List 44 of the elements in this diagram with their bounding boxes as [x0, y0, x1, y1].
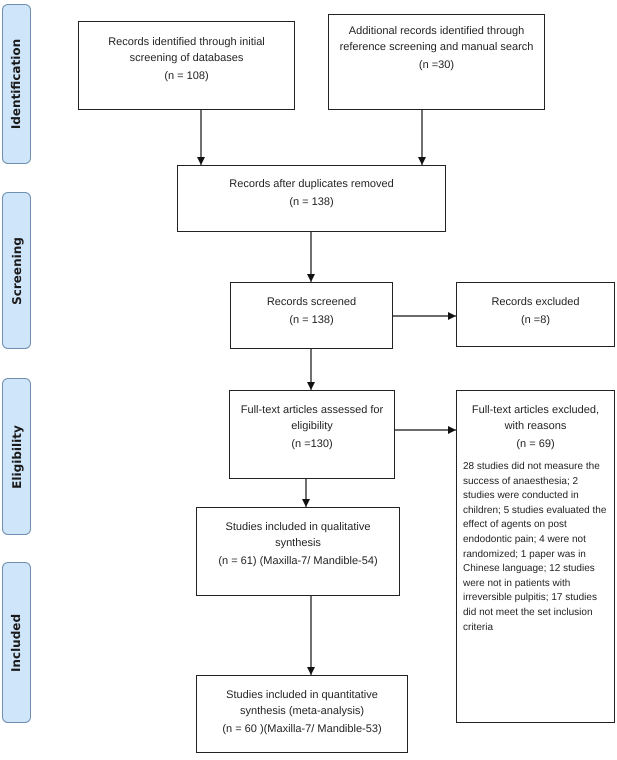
count-text: (n =8): [520, 313, 550, 328]
stage-label: Screening: [10, 236, 24, 304]
box-heading: Additional records identified through reference screening and manual search: [338, 24, 534, 55]
arrow: [418, 110, 426, 165]
count-text: (n = 138): [289, 313, 334, 328]
count-text: (n = 60 )(Maxilla-7/ Mandible-53): [222, 722, 382, 737]
box-heading: Records excluded: [491, 295, 580, 310]
count-text: (n = 138): [289, 195, 334, 210]
arrow: [393, 312, 456, 320]
process-box: [230, 282, 393, 349]
box-heading: Records identified through initial screening of databases: [107, 35, 266, 66]
stage-band: [2, 562, 31, 723]
count-text: (n = 61) (Maxilla-7/ Mandible-54): [218, 554, 378, 569]
reason-text: 28 studies did not measure the success of anaesthesia; 2 studies were conducted in children; 5 studies evaluated the effect of agents on post endodontic pain; 4 were not randomized; 1 paper was in Chinese language; 12 studies were not in patients with irreversible pulpitis; 17 studies did not meet the set inclusion criteria: [463, 460, 608, 635]
box-heading: Full-text articles assessed for eligibility: [240, 403, 384, 434]
stage-band: [2, 378, 31, 535]
box-heading: Records after duplicates removed: [229, 177, 394, 192]
process-box: [78, 21, 295, 110]
process-box: [229, 390, 395, 479]
count-text: (n =30): [418, 58, 454, 73]
stage-band: [2, 4, 31, 164]
count-text: (n = 108): [164, 69, 209, 84]
process-box: [196, 507, 400, 596]
process-box: [196, 675, 408, 753]
box-heading: Studies included in qualitative synthesis: [224, 520, 372, 551]
stage-label: Included: [10, 613, 24, 672]
process-box: [456, 282, 615, 347]
process-box: [456, 390, 615, 723]
stage-label: Identification: [10, 38, 24, 130]
stage-band: [2, 192, 31, 349]
arrow: [307, 232, 315, 282]
arrow: [302, 479, 310, 507]
stage-label: Eligibility: [10, 424, 24, 488]
arrow: [307, 349, 315, 390]
count-text: (n =130): [291, 437, 333, 452]
count-text: (n = 69): [516, 437, 555, 452]
arrow: [197, 110, 205, 165]
arrow: [395, 426, 456, 434]
box-heading: Full-text articles excluded, with reasons: [470, 403, 600, 434]
arrow: [307, 596, 315, 675]
box-heading: Records screened: [266, 295, 356, 310]
box-heading: Studies included in quantitative synthesis (meta-analysis): [225, 688, 379, 719]
process-box: [328, 14, 545, 110]
process-box: [177, 165, 446, 232]
